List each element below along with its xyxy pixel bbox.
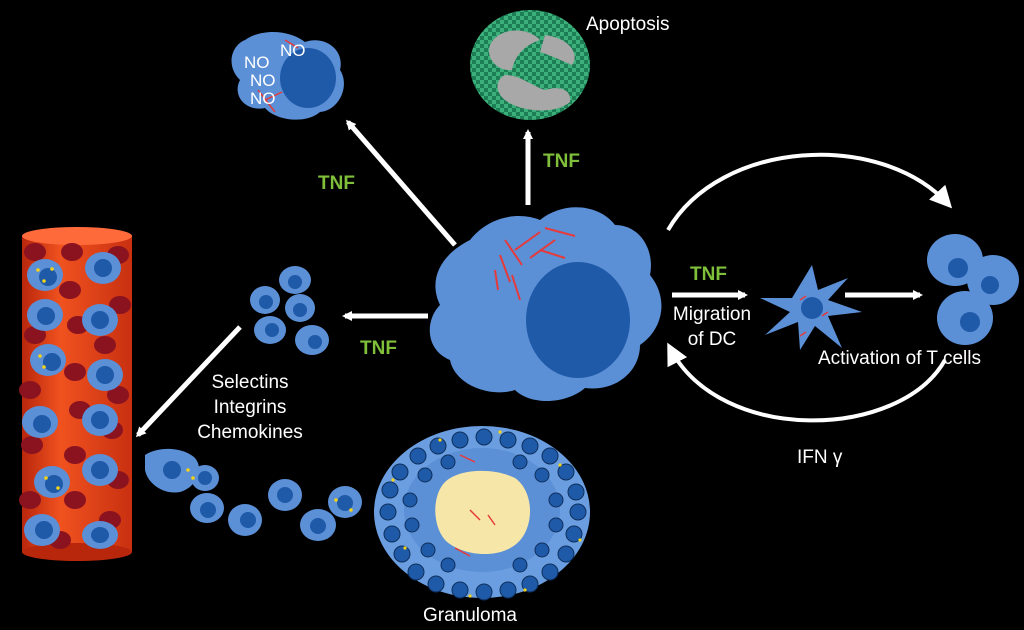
arrow-to-vessel xyxy=(135,325,242,438)
migration-label-line1: Migration xyxy=(672,304,752,325)
arrow-to-no-cell xyxy=(346,119,457,247)
central-macrophage xyxy=(429,207,662,402)
tnf-label-apoptosis: TNF xyxy=(543,151,580,172)
granuloma-label: Granuloma xyxy=(423,605,517,626)
t-cell-cluster xyxy=(927,234,1019,345)
integrins-label: Integrins xyxy=(213,397,287,418)
dendritic-cell xyxy=(760,265,862,350)
curved-arrow-bottom xyxy=(667,342,947,423)
arrows xyxy=(135,119,923,438)
no-label-2: NO xyxy=(280,41,306,60)
migration-label-line2: of DC xyxy=(687,329,737,350)
tnf-label-no: TNF xyxy=(318,173,355,194)
activation-label: Activation of T cells xyxy=(818,348,981,369)
granuloma xyxy=(374,426,590,601)
no-label-3: NO xyxy=(250,71,276,90)
curved-arrows xyxy=(666,152,953,423)
tnf-label-recruitment: TNF xyxy=(360,338,397,359)
tnf-label-migration: TNF xyxy=(690,264,727,285)
recruited-cell-cluster xyxy=(250,266,329,355)
blood-vessel xyxy=(19,227,132,561)
apoptotic-cell xyxy=(470,10,590,120)
no-label-1: NO xyxy=(244,53,270,72)
chemokines-label: Chemokines xyxy=(197,422,303,443)
apoptosis-label: Apoptosis xyxy=(586,14,670,35)
no-producing-macrophage: NO NO NO NO xyxy=(231,31,344,120)
selectins-label: Selectins xyxy=(211,372,289,393)
curved-arrow-top xyxy=(666,152,953,232)
transmigrating-cells xyxy=(145,448,362,541)
ifn-gamma-label: IFN γ xyxy=(797,447,843,468)
no-label-4: NO xyxy=(250,89,276,108)
